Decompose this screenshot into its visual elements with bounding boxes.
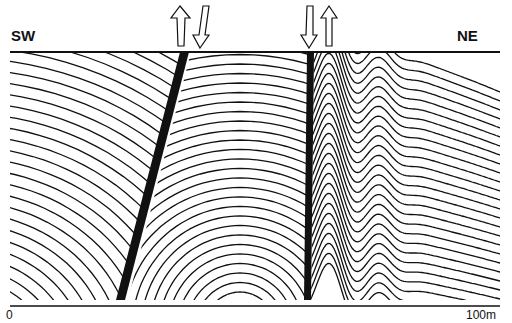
stratum-line [0, 69, 280, 323]
stratum-line [0, 36, 316, 323]
arrow-up [321, 6, 337, 46]
stratum-line [204, 292, 276, 323]
stratum-line [0, 201, 135, 323]
fault-right [304, 52, 314, 300]
stratum-line [186, 273, 294, 323]
stratum-line [0, 74, 483, 323]
stratum-line [0, 0, 486, 323]
ground-surface [10, 51, 500, 53]
stratum-line [222, 311, 258, 323]
direction-label: NE [457, 28, 478, 43]
stratum-line [24, 102, 456, 323]
middle-block-strata [0, 36, 512, 323]
fault-left [116, 52, 189, 300]
stratum-line [310, 114, 502, 201]
stratum-line [0, 45, 510, 323]
stratum-line [0, 0, 389, 323]
stratum-line [0, 256, 74, 323]
stratum-line [0, 0, 498, 323]
stratum-line [0, 278, 50, 323]
scale-label: 100m [466, 309, 496, 321]
stratum-line [195, 283, 285, 323]
arrow-down [193, 6, 209, 48]
stratum-line [0, 0, 413, 323]
stratum-line [0, 0, 365, 323]
stratum-line [0, 245, 87, 323]
arrow-up [171, 6, 190, 46]
stratum-line [310, 144, 502, 228]
stratum-line [213, 302, 267, 323]
stratum-line [0, 0, 474, 323]
stratum-line [310, 104, 502, 192]
right-block-strata [310, 0, 502, 323]
stratum-line [114, 197, 366, 323]
stratum-line [0, 36, 512, 323]
stratum-line [6, 83, 474, 323]
stratum-line [310, 124, 502, 210]
stratum-line [60, 140, 420, 323]
stratum-line [0, 190, 147, 323]
stratum-line [0, 64, 492, 323]
stratum-line [0, 0, 437, 323]
stratum-line [0, 0, 401, 323]
stratum-line [0, 267, 62, 323]
stratum-line [0, 300, 26, 323]
scale-label: 0 [6, 309, 13, 321]
motion-arrows [171, 6, 337, 48]
stratum-line [150, 235, 330, 323]
stratum-line [310, 134, 502, 219]
scale-bar [10, 305, 500, 307]
stratum-line [168, 254, 312, 323]
stratum-line [0, 223, 111, 323]
stratum-line [0, 14, 341, 323]
stratum-line [310, 264, 502, 323]
stratum-line [0, 55, 501, 323]
stratum-line [310, 254, 502, 323]
direction-label: SW [11, 28, 35, 43]
arrow-down [301, 6, 317, 48]
stratum-line [132, 216, 348, 323]
stratum-line [177, 264, 303, 323]
